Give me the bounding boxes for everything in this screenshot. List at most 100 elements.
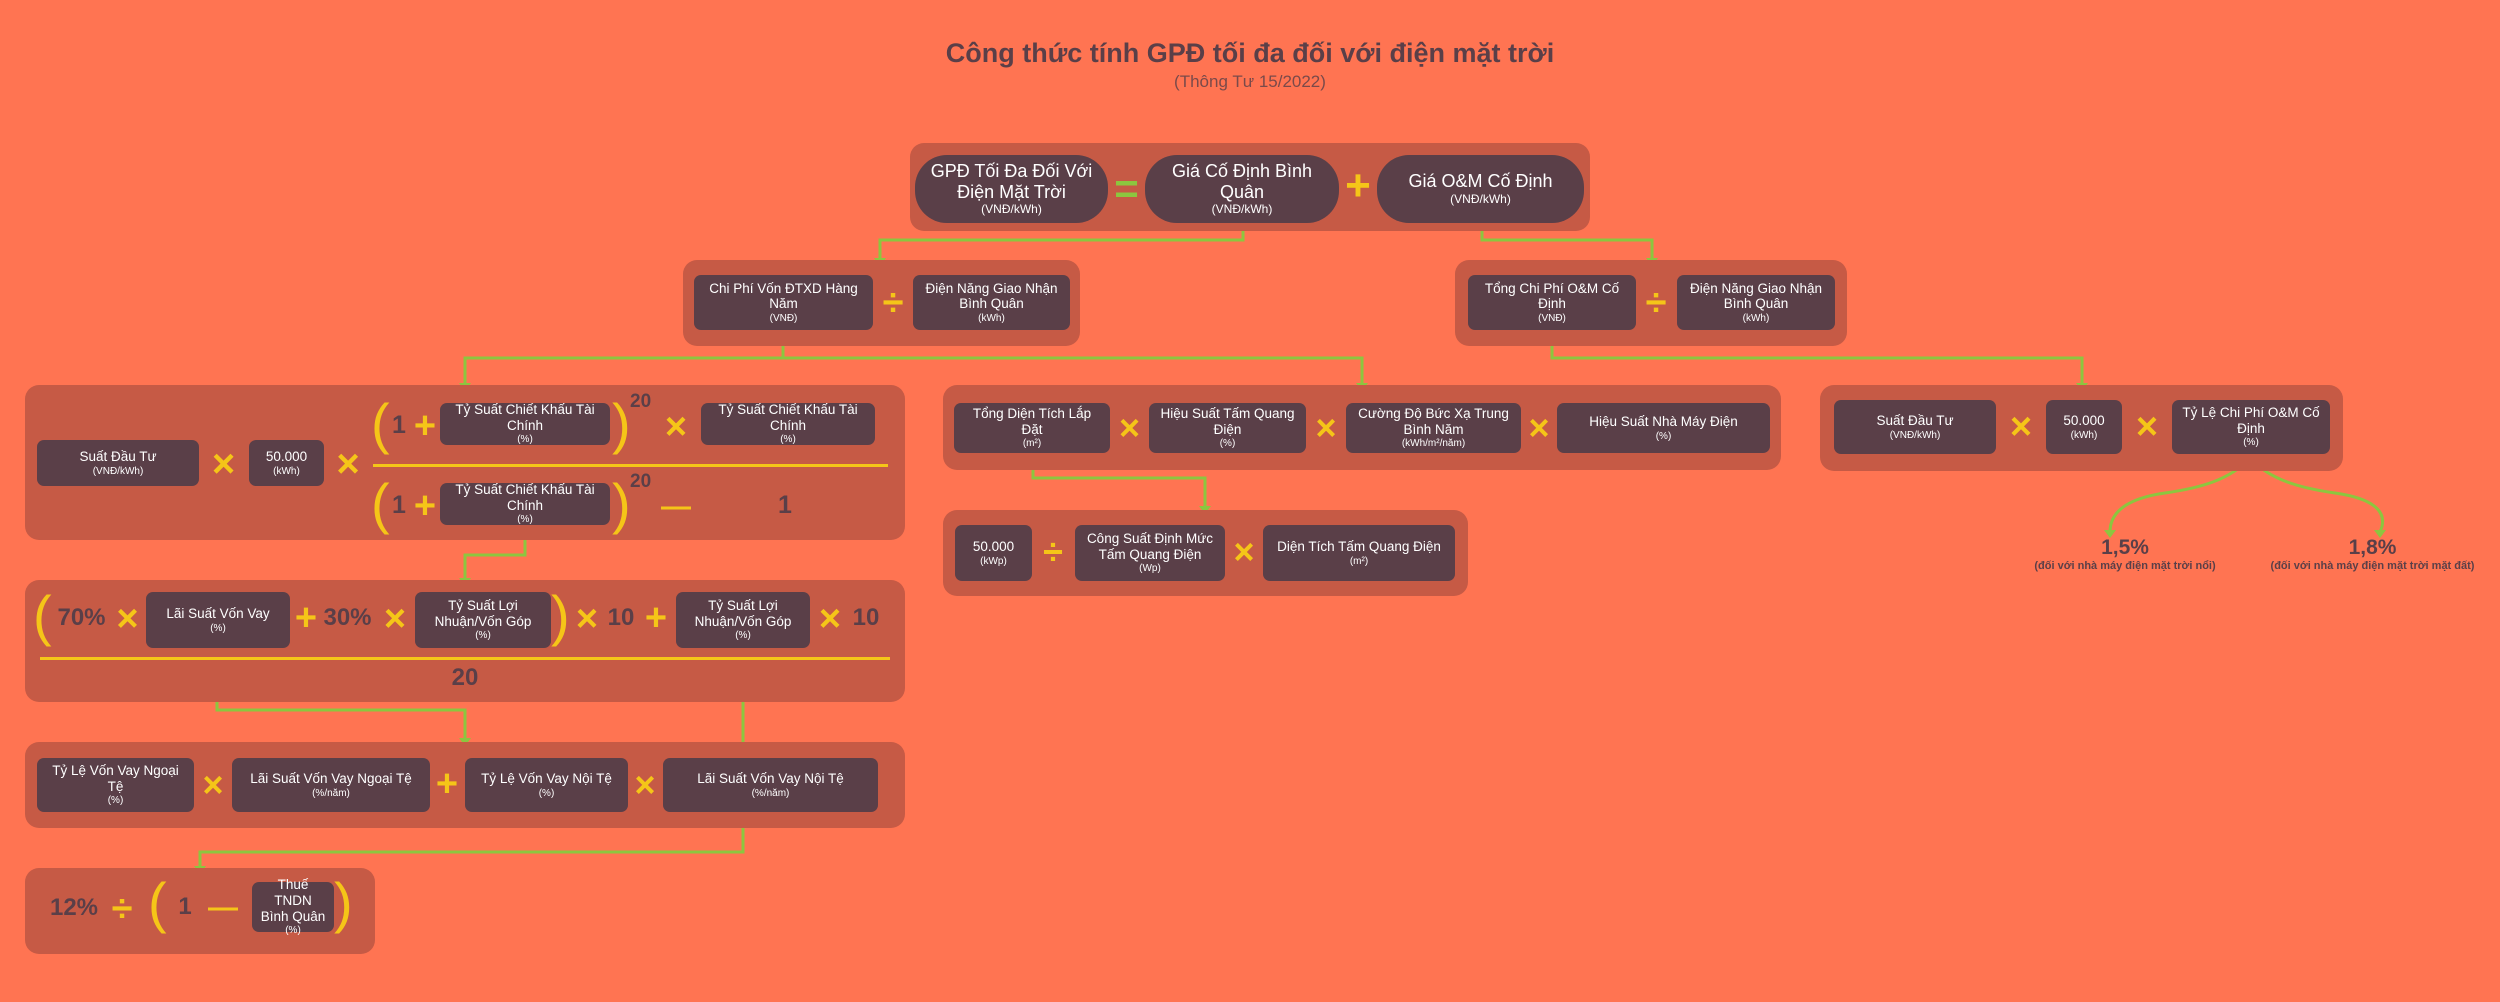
minus-operator: — bbox=[208, 891, 238, 924]
divide-operator: ÷ bbox=[882, 282, 904, 324]
left-paren: ( bbox=[371, 392, 390, 455]
fraction-bar bbox=[373, 464, 888, 467]
profit-rate-unit: (%) bbox=[735, 630, 751, 642]
panel-area-unit: (m²) bbox=[1349, 555, 1369, 567]
discount-rate-unit: (%) bbox=[780, 434, 796, 446]
panel-area-box: Diện Tích Tấm Quang Điện (m²) bbox=[1263, 525, 1455, 581]
multiply-operator: × bbox=[634, 764, 656, 805]
ten-number: 10 bbox=[607, 604, 635, 631]
percent-12: 12% bbox=[49, 894, 99, 921]
install-area-label: Tổng Diện Tích Lắp Đặt bbox=[972, 406, 1092, 437]
install-area-box: Tổng Diện Tích Lắp Đặt (m²) bbox=[954, 403, 1110, 453]
energy-unit: (kWh) bbox=[1742, 312, 1770, 324]
multiply-operator: × bbox=[818, 598, 842, 640]
capacity-kwp-box: 50.000 (kWp) bbox=[955, 525, 1032, 581]
discount-rate-box: Tỷ Suất Chiết Khấu Tài Chính (%) bbox=[440, 482, 610, 526]
denominator-20: 20 bbox=[451, 664, 479, 691]
invest-rate-unit: (VNĐ/kWh) bbox=[1889, 429, 1941, 441]
loan-rate-unit: (%) bbox=[210, 622, 226, 634]
right-paren: ) bbox=[334, 871, 353, 934]
one-number: 1 bbox=[178, 893, 192, 920]
multiply-operator: × bbox=[202, 764, 224, 805]
one-number: 1 bbox=[392, 491, 406, 519]
right-paren: ) bbox=[612, 392, 631, 455]
profit-rate-label: Tỷ Suất Lợi Nhuận/Vốn Góp bbox=[434, 598, 532, 629]
discount-rate-box: Tỷ Suất Chiết Khấu Tài Chính (%) bbox=[701, 402, 875, 446]
fraction-bar bbox=[40, 657, 890, 660]
right-paren: ) bbox=[612, 472, 631, 535]
plus-operator: + bbox=[294, 597, 318, 639]
capex-box: Chi Phí Vốn ĐTXD Hàng Năm (VNĐ) bbox=[694, 275, 873, 330]
invest-rate-unit: (VNĐ/kWh) bbox=[92, 465, 144, 477]
divide-operator: ÷ bbox=[111, 888, 133, 930]
plus-operator: + bbox=[435, 763, 459, 805]
divide-operator: ÷ bbox=[1043, 531, 1063, 572]
left-paren: ( bbox=[148, 871, 167, 934]
rated-power-unit: (Wp) bbox=[1139, 563, 1161, 575]
capacity-box: 50.000 (kWh) bbox=[2046, 400, 2122, 454]
tax-rate-label: Thuế TNDN Bình Quân bbox=[260, 877, 326, 924]
discount-rate-unit: (%) bbox=[517, 514, 533, 526]
energy-box: Điện Năng Giao Nhận Bình Quân (kWh) bbox=[913, 275, 1070, 330]
left-paren: ( bbox=[371, 472, 390, 535]
one-number: 1 bbox=[392, 411, 406, 439]
exponent: 20 bbox=[630, 471, 652, 492]
local-loan-rate-box: Lãi Suất Vốn Vay Nội Tệ (%/năm) bbox=[663, 758, 878, 812]
capacity-kwp-label: 50.000 bbox=[972, 538, 1015, 554]
discount-rate-unit: (%) bbox=[517, 434, 533, 446]
loan-rate-label: Lãi Suất Vốn Vay bbox=[166, 605, 270, 621]
ten-number: 10 bbox=[852, 604, 880, 631]
discount-rate-box: Tỷ Suất Chiết Khấu Tài Chính (%) bbox=[440, 402, 610, 446]
local-loan-rate-unit: (%/năm) bbox=[751, 787, 790, 799]
capex-label: Chi Phí Vốn ĐTXD Hàng Năm bbox=[709, 280, 858, 312]
local-loan-ratio-unit: (%) bbox=[538, 787, 555, 799]
local-loan-rate-label: Lãi Suất Vốn Vay Nội Tệ bbox=[697, 770, 844, 786]
result-ground: 1,8% (đối với nhà máy điện mặt trời mặt … bbox=[2250, 536, 2495, 572]
discount-rate-label: Tỷ Suất Chiết Khấu Tài Chính bbox=[455, 482, 595, 513]
exponent: 20 bbox=[630, 391, 652, 412]
tax-rate-box: Thuế TNDN Bình Quân (%) bbox=[252, 877, 334, 936]
invest-rate-label: Suất Đầu Tư bbox=[1876, 412, 1954, 428]
panel-efficiency-label: Hiệu Suất Tấm Quang Điện bbox=[1160, 406, 1295, 437]
one-number: 1 bbox=[778, 491, 792, 519]
local-loan-ratio-label: Tỷ Lệ Vốn Vay Nội Tệ bbox=[481, 770, 612, 786]
multiply-operator: × bbox=[2009, 406, 2033, 448]
right-paren: ) bbox=[551, 584, 570, 647]
page-title: Công thức tính GPĐ tối đa đối với điện m… bbox=[945, 38, 1555, 68]
page-subtitle: (Thông Tư 15/2022) bbox=[1174, 72, 1326, 91]
install-area-unit: (m²) bbox=[1022, 438, 1042, 450]
multiply-operator: × bbox=[383, 598, 407, 640]
plus-operator: + bbox=[1345, 161, 1371, 210]
fixed-price-label: Giá Cố Định Bình Quân bbox=[1171, 160, 1313, 202]
capacity-kwp-unit: (kWp) bbox=[980, 555, 1007, 567]
plus-operator: + bbox=[413, 405, 437, 447]
multiply-operator: × bbox=[211, 442, 236, 486]
gpd-max-box: GPĐ Tối Đa Đối Với Điện Mặt Trời (VNĐ/kW… bbox=[915, 155, 1108, 223]
irradiation-label: Cường Độ Bức Xạ Trung Bình Năm bbox=[1358, 406, 1509, 437]
rated-power-label: Công Suất Định Mức Tấm Quang Điện bbox=[1086, 531, 1214, 562]
invest-rate-label: Suất Đầu Tư bbox=[79, 448, 157, 464]
capacity-unit: (kWh) bbox=[2070, 429, 2098, 441]
local-loan-ratio-box: Tỷ Lệ Vốn Vay Nội Tệ (%) bbox=[465, 758, 628, 812]
capex-unit: (VNĐ) bbox=[769, 312, 798, 324]
plant-efficiency-label: Hiệu Suất Nhà Máy Điện bbox=[1589, 413, 1738, 429]
profit-rate-unit: (%) bbox=[475, 630, 491, 642]
om-cost-label: Tổng Chi Phí O&M Cố Định bbox=[1484, 280, 1620, 312]
om-cost-box: Tổng Chi Phí O&M Cố Định (VNĐ) bbox=[1468, 275, 1636, 330]
om-price-box: Giá O&M Cố Định (VNĐ/kWh) bbox=[1377, 155, 1584, 223]
multiply-operator: × bbox=[1528, 407, 1550, 448]
multiply-operator: × bbox=[336, 442, 360, 486]
multiply-operator: × bbox=[575, 598, 599, 640]
multiply-operator: × bbox=[664, 406, 688, 448]
connector-ratio-result1 bbox=[2108, 456, 2252, 533]
discount-rate-label: Tỷ Suất Chiết Khấu Tài Chính bbox=[718, 402, 858, 433]
panel-efficiency-unit: (%) bbox=[1219, 438, 1236, 450]
result-note: (đối với nhà máy điện mặt trời nổi) bbox=[2034, 560, 2216, 572]
energy-unit: (kWh) bbox=[978, 312, 1005, 324]
energy-label: Điện Năng Giao Nhận Bình Quân bbox=[1689, 280, 1823, 312]
om-ratio-box: Tỷ Lệ Chi Phí O&M Cố Định (%) bbox=[2172, 400, 2330, 454]
energy-label: Điện Năng Giao Nhận Bình Quân bbox=[925, 280, 1058, 312]
om-price-unit: (VNĐ/kWh) bbox=[1450, 191, 1511, 206]
result-value: 1,8% bbox=[2348, 536, 2397, 559]
equals-operator: = bbox=[1114, 165, 1139, 212]
